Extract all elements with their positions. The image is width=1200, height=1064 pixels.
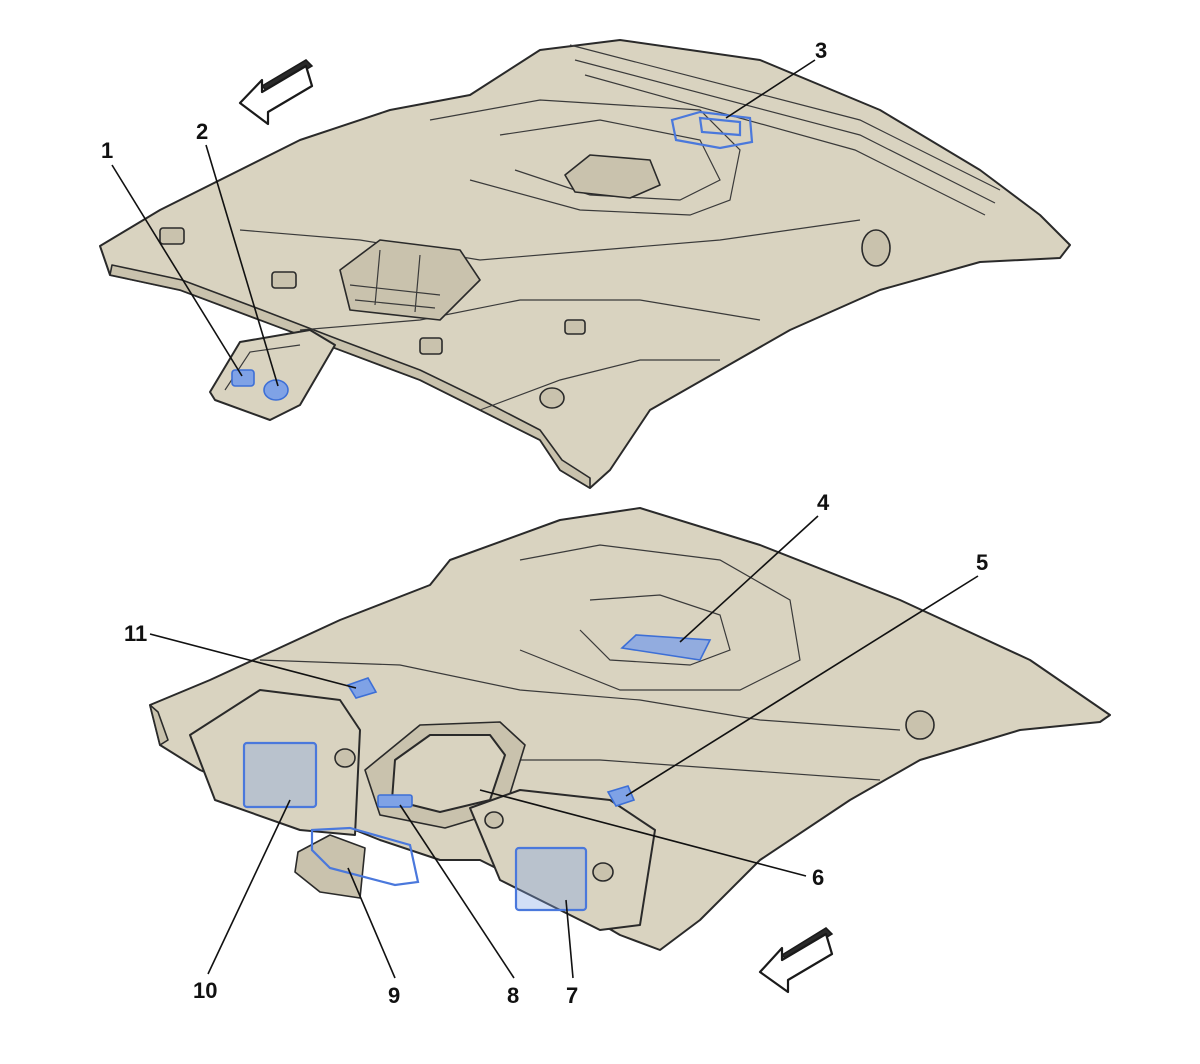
part-9-mirror-glass <box>310 826 420 887</box>
lower-headliner-assembly <box>149 507 1111 994</box>
upper-headliner-assembly <box>99 39 1071 489</box>
callout-9: 9 <box>388 983 400 1008</box>
headliner-front-edge <box>109 264 591 489</box>
callout-4: 4 <box>817 490 830 515</box>
leader-lines <box>111 59 979 979</box>
clip-front-right <box>539 387 565 409</box>
part-5-sensor <box>606 785 636 807</box>
callout-1: 1 <box>101 138 113 163</box>
callout-7: 7 <box>566 983 578 1008</box>
callout-6: 6 <box>812 865 824 890</box>
callout-5: 5 <box>976 550 988 575</box>
visor-clip <box>334 748 614 882</box>
part-10-vanity-mirror <box>243 742 317 808</box>
part-1-lamp <box>231 369 255 387</box>
callout-8: 8 <box>507 983 519 1008</box>
callout-3: 3 <box>815 38 827 63</box>
clip-front-center <box>419 337 443 355</box>
roof-console-module <box>339 239 481 321</box>
callout-2: 2 <box>196 119 208 144</box>
part-2-lamp <box>263 379 289 401</box>
callout-numbers: 1 2 3 4 5 6 7 8 9 10 11 <box>101 38 988 1008</box>
part-3-module <box>670 110 754 150</box>
headliner-lower-edge <box>149 704 169 746</box>
dome-light-housing <box>564 154 661 199</box>
reading-lamp-bracket <box>209 329 336 421</box>
part-8-console <box>377 794 413 808</box>
part-4-dome-lamp <box>620 634 712 661</box>
sun-visor-left <box>189 689 361 836</box>
direction-arrow-bottom <box>758 927 834 994</box>
part-11-cover <box>346 677 378 699</box>
direction-arrow-top <box>238 59 314 126</box>
rear-ribs <box>569 44 1001 216</box>
grab-handle-bottom-right <box>905 710 935 740</box>
clip-left <box>159 227 586 335</box>
sun-visor-right <box>469 789 656 931</box>
part-7-vanity-mirror <box>515 847 587 911</box>
grab-handle-rear-right <box>861 229 891 267</box>
callout-11: 11 <box>124 621 147 646</box>
callout-10: 10 <box>193 978 217 1003</box>
